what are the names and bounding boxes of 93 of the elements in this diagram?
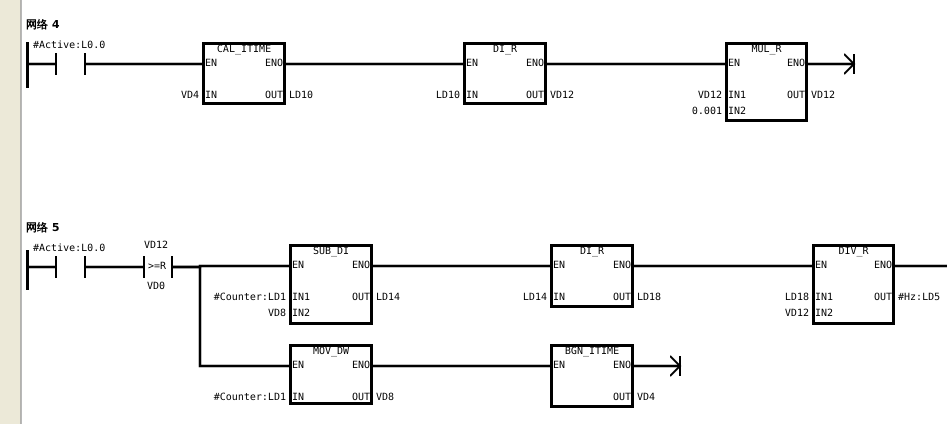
block-title: DIV_R (837, 246, 870, 258)
pin-label: ENO (526, 58, 544, 70)
function-block (289, 244, 373, 325)
pin-value: LD10 (289, 90, 314, 102)
pin-value: #Counter:LD1 (214, 392, 286, 404)
pin-label: IN1 (292, 292, 310, 304)
pin-label: OUT (612, 392, 631, 404)
pin-value: VD12 (550, 90, 574, 102)
function-block (550, 344, 634, 408)
pin-label: EN (205, 58, 218, 70)
rung-wire (808, 53, 855, 75)
pin-value: LD18 (637, 292, 662, 304)
rung-wire (173, 266, 289, 368)
pin-label: OUT (526, 90, 544, 102)
pin-label: EN (728, 58, 740, 70)
rung-wire (895, 264, 947, 268)
pin-label: OUT (612, 292, 631, 304)
rung-wire (634, 264, 812, 268)
pin-label: IN (553, 292, 566, 304)
pin-value: LD10 (436, 90, 460, 102)
pin-label: ENO (786, 58, 805, 70)
function-block (812, 244, 895, 325)
contact-address: #Active:L0.0 (33, 40, 106, 52)
block-title: BGN_ITIME (564, 346, 620, 358)
rung-wire (86, 62, 202, 66)
operand-label: VD0 (147, 281, 166, 293)
rung-wire (634, 355, 681, 377)
pin-value: 0.001 (692, 106, 722, 118)
pin-label: EN (292, 360, 304, 372)
pin-label: ENO (352, 260, 370, 272)
block-title: MOV_DW (312, 346, 350, 358)
rung-wire (373, 364, 550, 368)
pin-label: IN2 (292, 308, 310, 320)
function-block (550, 244, 634, 308)
pin-label: OUT (874, 292, 892, 304)
function-block (725, 42, 808, 122)
pin-label: OUT (786, 90, 805, 102)
compare-contact (143, 256, 173, 278)
pin-label: EN (292, 260, 304, 272)
pin-label: IN2 (815, 308, 834, 320)
block-title: CAL_ITIME (216, 44, 272, 56)
pin-label: IN1 (815, 292, 834, 304)
contact-symbol (55, 256, 86, 278)
pin-label: ENO (874, 260, 892, 272)
pin-label: EN (466, 58, 478, 70)
pin-value: LD18 (784, 292, 809, 304)
pin-label: IN (466, 90, 478, 102)
rung-wire (373, 264, 550, 268)
rung-wire (286, 62, 463, 66)
pin-value: VD8 (268, 308, 286, 320)
contact-symbol (55, 53, 86, 75)
function-block (463, 42, 547, 105)
pin-value: VD12 (784, 308, 809, 320)
pin-value: VD4 (180, 90, 199, 102)
pin-label: ENO (264, 58, 283, 70)
function-block (202, 42, 286, 105)
pin-value: #Counter:LD1 (214, 292, 286, 304)
pin-label: IN1 (728, 90, 746, 102)
contact-address: #Active:L0.0 (33, 243, 106, 255)
pin-label: EN (553, 360, 566, 372)
network-heading: 网络 4 (26, 18, 60, 31)
pin-label: IN2 (728, 106, 746, 118)
pin-value: VD8 (376, 392, 394, 404)
pin-label: ENO (612, 260, 631, 272)
pin-label: ENO (352, 360, 370, 372)
operand-label: VD12 (144, 240, 168, 252)
function-block (289, 344, 373, 405)
block-title: SUB_DI (312, 246, 350, 258)
power-rail (26, 42, 29, 88)
rung-wire (547, 62, 725, 66)
network-heading: 网络 5 (26, 221, 60, 234)
block-title: DI_R (578, 246, 606, 258)
rung-wire (29, 62, 55, 66)
power-rail (26, 250, 29, 290)
pin-value: LD14 (376, 292, 400, 304)
pin-value: VD12 (811, 90, 836, 102)
pin-label: OUT (264, 90, 283, 102)
pin-label: IN (205, 90, 218, 102)
pin-label: OUT (352, 292, 370, 304)
pin-value: VD12 (698, 90, 722, 102)
rung-wire (86, 266, 143, 268)
pin-value: VD4 (637, 392, 656, 404)
pin-value: LD14 (522, 292, 547, 304)
pin-label: EN (553, 260, 566, 272)
pin-label: IN (292, 392, 304, 404)
block-title: DI_R (492, 44, 518, 56)
pin-label: ENO (612, 360, 631, 372)
pin-label: OUT (352, 392, 370, 404)
compare-operator: >=R (148, 261, 166, 273)
block-title: MUL_R (750, 44, 783, 56)
rung-wire (29, 266, 55, 268)
pin-label: EN (815, 260, 828, 272)
pin-value: #Hz:LD5 (898, 292, 940, 304)
